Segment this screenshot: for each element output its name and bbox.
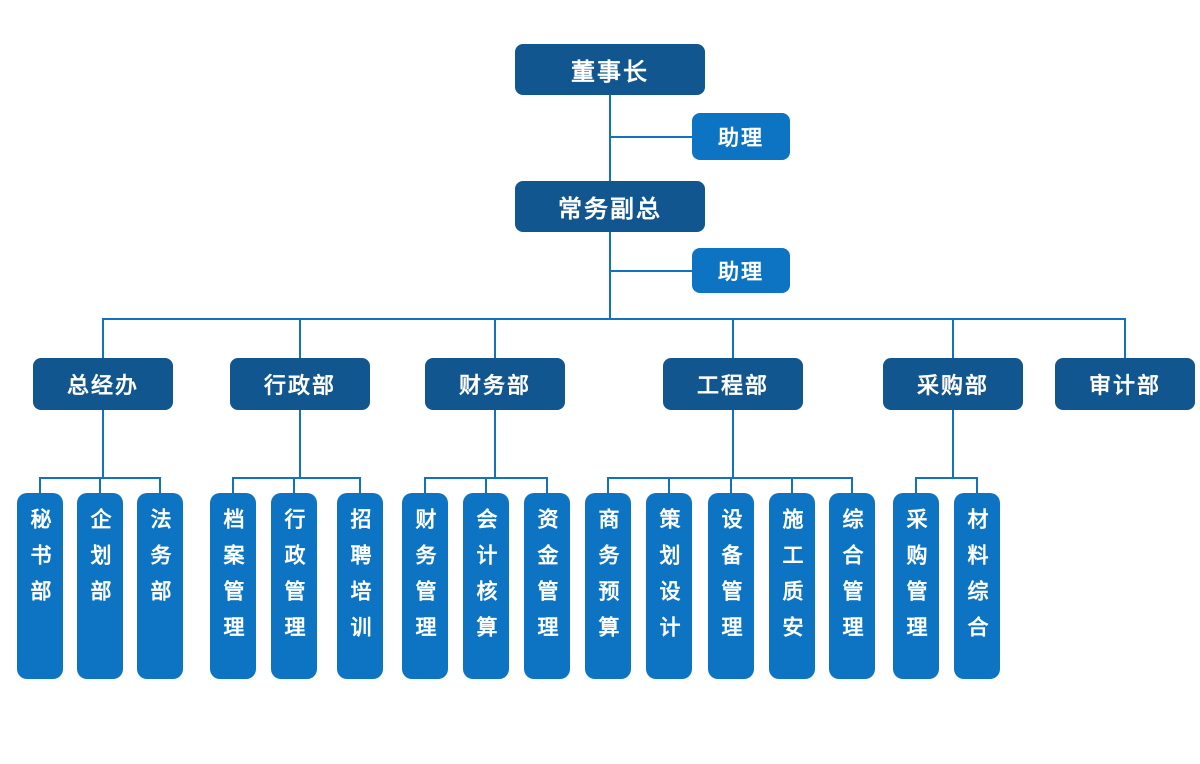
- connector-g5-stem: [952, 410, 954, 477]
- connector-chairman-vp: [609, 95, 611, 181]
- connector-assistant-2: [610, 270, 692, 272]
- subdept-finance-mgmt: 财务管理部: [402, 493, 448, 679]
- connector-assistant-1: [610, 136, 692, 138]
- connector-drop-procurement: [952, 318, 954, 358]
- connector-drop-finance: [494, 318, 496, 358]
- subdept-planning-design: 策划设计部: [646, 493, 692, 679]
- subdept-planning: 企划部: [77, 493, 123, 679]
- connector-g1-stub: [39, 477, 41, 493]
- connector-g1-stem: [102, 410, 104, 477]
- connector-drop-general-office: [102, 318, 104, 358]
- connector-vp-trunk: [609, 232, 611, 320]
- connector-drop-admin: [299, 318, 301, 358]
- subdept-admin-mgmt: 行政管理部: [271, 493, 317, 679]
- connector-drop-engineering: [732, 318, 734, 358]
- connector-g2-stub: [359, 477, 361, 493]
- subdept-business-budget: 商务预算部: [585, 493, 631, 679]
- connector-g4-stub: [851, 477, 853, 493]
- subdept-funds-mgmt: 资金管理部: [524, 493, 570, 679]
- connector-g5-stub: [915, 477, 917, 493]
- connector-g5-stub: [976, 477, 978, 493]
- connector-g4-stem: [732, 410, 734, 477]
- dept-engineering: 工程部: [663, 358, 803, 410]
- connector-trunk: [102, 318, 1126, 320]
- connector-g1-stub: [159, 477, 161, 493]
- subdept-construction-quality-safety: 施工质安部: [769, 493, 815, 679]
- connector-g3-stub: [546, 477, 548, 493]
- subdept-legal: 法务部: [137, 493, 183, 679]
- connector-g2-stem: [299, 410, 301, 477]
- subdept-materials-general: 材料综合部: [954, 493, 1000, 679]
- subdept-general-mgmt: 综合管理部: [829, 493, 875, 679]
- dept-finance: 财务部: [425, 358, 565, 410]
- subdept-equipment-mgmt: 设备管理部: [708, 493, 754, 679]
- dept-audit: 审计部: [1055, 358, 1195, 410]
- dept-general-office: 总经办: [33, 358, 173, 410]
- connector-drop-audit: [1124, 318, 1126, 358]
- connector-g5-bar: [915, 477, 978, 479]
- connector-g2-bar: [232, 477, 361, 479]
- connector-g4-stub: [791, 477, 793, 493]
- dept-admin: 行政部: [230, 358, 370, 410]
- connector-g4-stub: [730, 477, 732, 493]
- node-vp: 常务副总: [515, 181, 705, 232]
- connector-g3-stub: [424, 477, 426, 493]
- connector-g3-stub: [485, 477, 487, 493]
- subdept-procurement-mgmt: 采购管理部: [893, 493, 939, 679]
- node-chairman: 董事长: [515, 44, 705, 95]
- connector-g1-stub: [99, 477, 101, 493]
- dept-procurement: 采购部: [883, 358, 1023, 410]
- connector-g4-stub: [607, 477, 609, 493]
- node-assistant-1: 助理: [692, 113, 790, 160]
- subdept-recruit-training: 招聘培训部: [337, 493, 383, 679]
- connector-g4-stub: [668, 477, 670, 493]
- connector-g2-stub: [232, 477, 234, 493]
- subdept-archives-mgmt: 档案管理部: [210, 493, 256, 679]
- subdept-secretary: 秘书部: [17, 493, 63, 679]
- subdept-accounting: 会计核算部: [463, 493, 509, 679]
- connector-g2-stub: [293, 477, 295, 493]
- connector-g3-stem: [494, 410, 496, 477]
- node-assistant-2: 助理: [692, 248, 790, 293]
